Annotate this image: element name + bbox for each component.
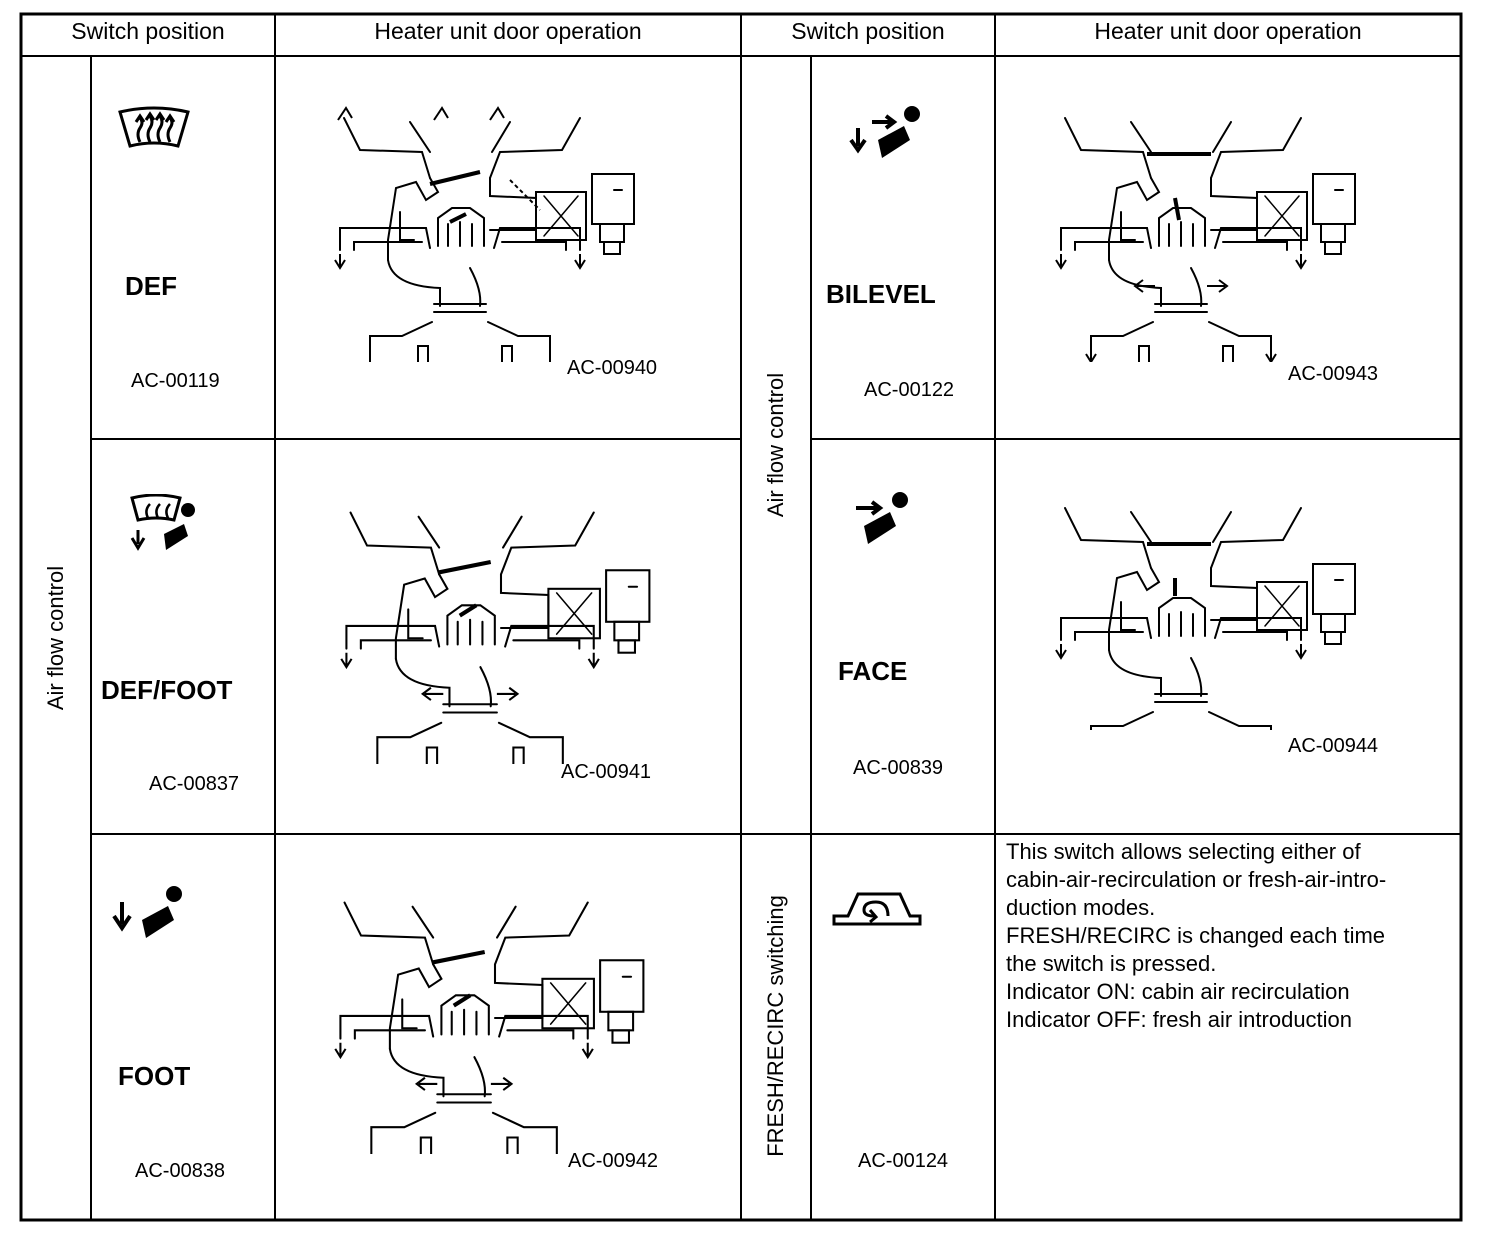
def-foot-icon: [130, 494, 195, 551]
face-icon: [856, 492, 908, 544]
switch-code-def-foot: AC-00837: [149, 773, 240, 795]
door-diagram-bilevel: [1055, 117, 1356, 362]
header-door-operation-right: Heater unit door operation: [1094, 18, 1362, 44]
switch-code-recirc: AC-00124: [858, 1150, 949, 1172]
recirc-description-line: the switch is pressed.: [1006, 951, 1217, 976]
group-label-fresh-recirc: FRESH/RECIRC switching: [763, 895, 788, 1157]
mode-label-def-foot: DEF/FOOT: [101, 675, 233, 705]
door-diagram-foot: [334, 901, 645, 1154]
header-switch-position-right: Switch position: [791, 18, 945, 44]
header-switch-position-left: Switch position: [71, 18, 225, 44]
switch-code-bilevel: AC-00122: [864, 379, 955, 401]
diagram-code-foot: AC-00942: [568, 1150, 659, 1172]
switch-code-foot: AC-00838: [135, 1160, 226, 1182]
recirc-description: This switch allows selecting either of c…: [1006, 838, 1456, 1034]
door-diagram-face: [1055, 507, 1356, 730]
diagram-code-bilevel: AC-00943: [1288, 363, 1379, 385]
mode-label-foot: FOOT: [118, 1061, 191, 1091]
defroster-icon: [118, 106, 190, 148]
recirc-description-line: FRESH/RECIRC is changed each time: [1006, 923, 1386, 948]
recirc-description-line: duction modes.: [1006, 895, 1156, 920]
recirc-description-line: Indicator ON: cabin air recirculation: [1006, 979, 1350, 1004]
recirc-description-line: This switch allows selecting either of: [1006, 839, 1361, 864]
switch-code-face: AC-00839: [853, 757, 944, 779]
recirc-description-line: cabin-air-recirculation or fresh-air-int…: [1006, 867, 1387, 892]
diagram-code-def: AC-00940: [567, 357, 658, 379]
door-diagram-def: [334, 106, 635, 362]
recirc-description-line: Indicator OFF: fresh air introduction: [1006, 1007, 1353, 1032]
diagram-code-face: AC-00944: [1288, 735, 1379, 757]
group-label-air-flow-left: Air flow control: [43, 565, 68, 711]
door-diagram-def-foot: [340, 511, 651, 764]
mode-label-def: DEF: [125, 271, 177, 301]
mode-label-face: FACE: [838, 656, 908, 686]
switch-code-def: AC-00119: [131, 370, 220, 392]
mode-label-bilevel: BILEVEL: [826, 279, 936, 309]
header-door-operation-left: Heater unit door operation: [374, 18, 642, 44]
bilevel-icon: [849, 106, 920, 158]
foot-icon: [112, 886, 182, 938]
group-label-air-flow-right: Air flow control: [763, 372, 788, 518]
diagram-code-def-foot: AC-00941: [561, 761, 652, 783]
recirculation-icon: [832, 892, 922, 926]
